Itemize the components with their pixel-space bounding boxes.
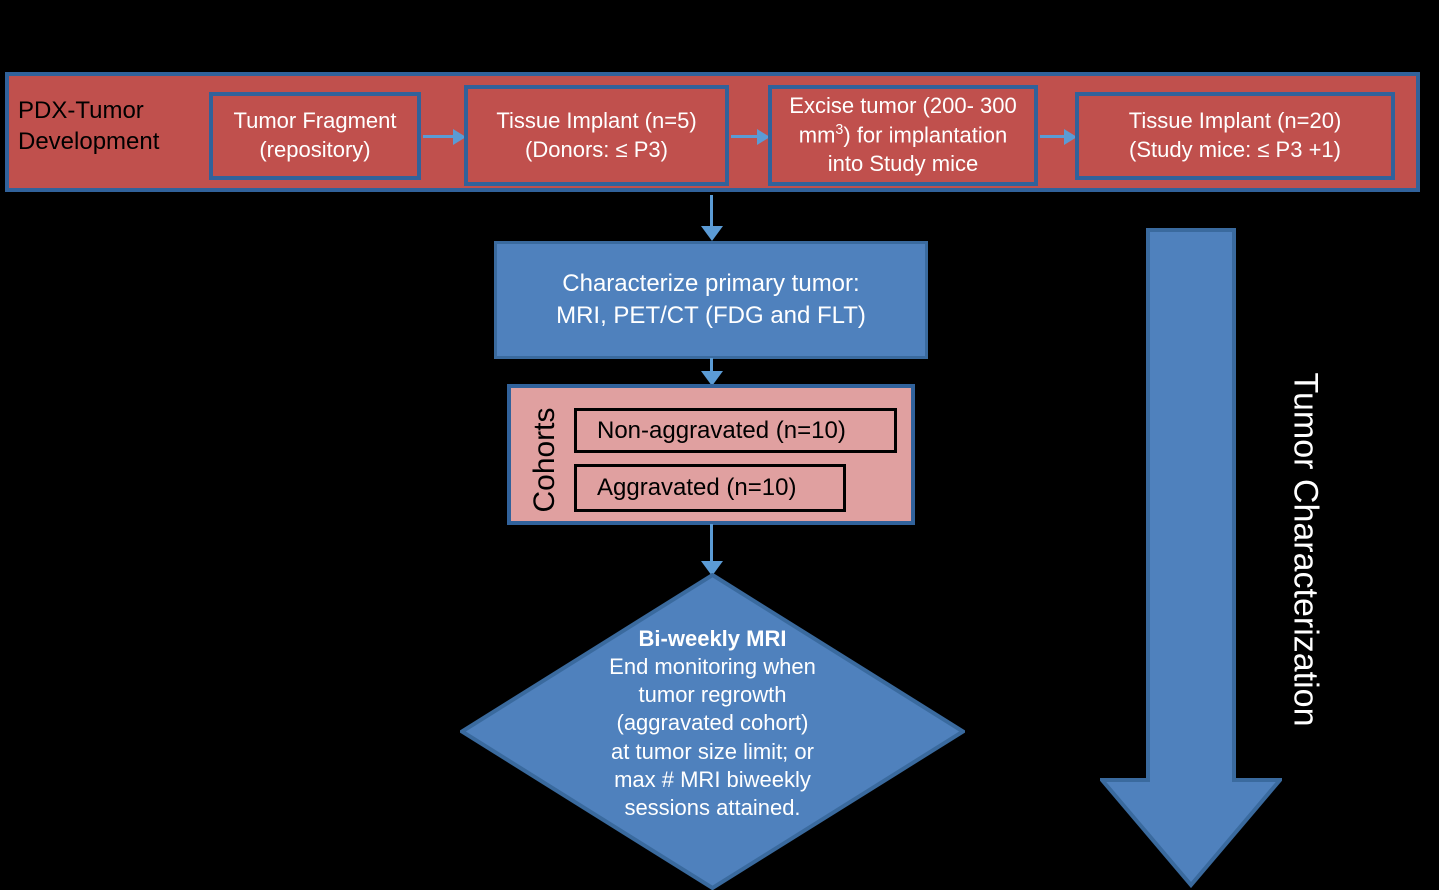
cohorts-label: Cohorts [528,407,561,513]
characterize-line1: Characterize primary tumor: [562,269,860,297]
bi-weekly-mri-decision-diamond[interactable]: Bi-weekly MRI End monitoring when tumor … [460,573,965,890]
arrow-line [710,195,713,227]
step3-superscript: 3 [835,122,844,139]
band-label: PDX-Tumor Development [18,97,160,155]
arrow-head-icon [701,226,723,241]
tumor-characterization-phase-arrow [1100,228,1282,888]
arrow-head-icon [701,561,723,576]
characterize-line2: MRI, PET/CT (FDG and FLT) [556,302,866,329]
step1-line1: Tumor Fragment [233,108,397,134]
cohorts-box: Cohorts Non-aggravated (n=10) Aggravated… [507,384,915,525]
connector-arrow-right-3 [1040,127,1077,147]
phase-arrow-label: Tumor Characterization [1286,372,1325,727]
arrow-head-icon [701,371,723,386]
arrow-head-icon [1064,129,1077,145]
arrow-head-icon [757,129,770,145]
big-down-arrow-icon [1100,228,1282,888]
step4-line2: (Study mice: ≤ P3 +1) [1129,137,1341,162]
characterize-primary-tumor-box[interactable]: Characterize primary tumor: MRI, PET/CT … [494,241,928,359]
arrow-line [710,358,713,372]
arrow-line [710,524,713,562]
step2-line2: (Donors: ≤ P3) [525,136,668,162]
step4-line1: Tissue Implant (n=20) [1128,108,1342,134]
arrow-line [731,135,759,138]
cohort-item-non-aggravated[interactable]: Non-aggravated (n=10) [574,408,897,453]
step-box-tissue-implant-study-mice[interactable]: Tissue Implant (n=20) (Study mice: ≤ P3 … [1075,92,1395,180]
connector-arrow-right-1 [423,127,466,147]
step2-line1: Tissue Implant (n=5) [496,107,697,133]
step1-line2: (repository) [259,137,371,162]
connector-arrow-down-3 [701,524,723,576]
diamond-shape [460,573,965,890]
cohort-item-aggravated[interactable]: Aggravated (n=10) [574,464,846,512]
arrow-line [423,135,455,138]
step-box-tissue-implant-donors[interactable]: Tissue Implant (n=5) (Donors: ≤ P3) [464,85,729,186]
step-box-excise-tumor[interactable]: Excise tumor (200- 300 mm3) for implanta… [768,85,1038,186]
step-box-tumor-fragment[interactable]: Tumor Fragment (repository) [209,92,421,180]
arrow-head-icon [453,129,466,145]
connector-arrow-down-2 [701,358,723,386]
connector-arrow-right-2 [731,127,770,147]
step3-line2b: ) for implantation [843,122,1008,148]
step3-line1: Excise tumor (200- 300 [789,93,1017,119]
arrow-line [1040,135,1066,138]
step3-line3: into Study mice [827,150,979,176]
step3-line2: mm [798,122,836,148]
connector-arrow-down-1 [701,195,723,241]
